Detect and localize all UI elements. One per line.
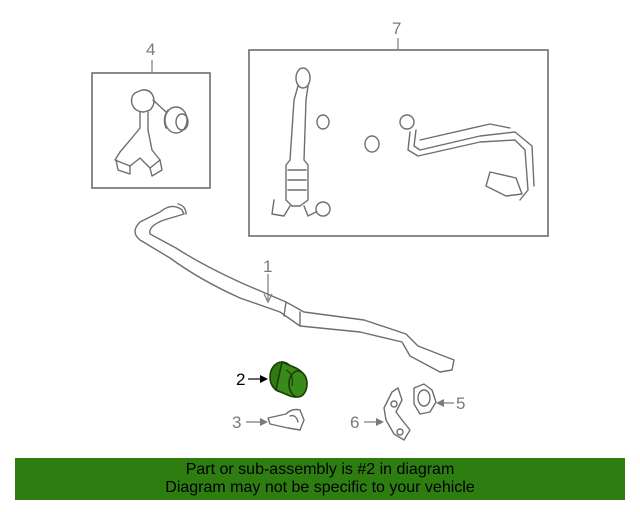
callout-2[interactable]: 2 <box>236 370 245 389</box>
bushing-5-drawing <box>413 383 437 415</box>
air-strut-drawing <box>271 67 415 217</box>
callout-3[interactable]: 3 <box>232 413 241 432</box>
air-line-drawing <box>407 123 535 201</box>
stabilizer-link-drawing <box>114 89 189 177</box>
link-group-box <box>91 72 211 189</box>
banner-line-2: Diagram may not be specific to your vehi… <box>165 479 475 496</box>
bushing-bracket-drawing <box>267 408 305 431</box>
info-banner: Part or sub-assembly is #2 in diagram Di… <box>15 458 625 500</box>
stabilizer-bar-drawing <box>134 203 455 373</box>
callout-1[interactable]: 1 <box>263 257 272 276</box>
air-suspension-group-box <box>248 49 549 237</box>
callout-7[interactable]: 7 <box>392 19 401 38</box>
parts-diagram: 4 7 1 <box>91 19 549 441</box>
highlighted-bushing[interactable] <box>269 360 308 398</box>
clamp-6-drawing <box>383 387 411 441</box>
callout-4[interactable]: 4 <box>146 40 155 59</box>
callout-5[interactable]: 5 <box>456 394 465 413</box>
callout-6[interactable]: 6 <box>350 413 359 432</box>
banner-line-1: Part or sub-assembly is #2 in diagram <box>185 461 455 478</box>
